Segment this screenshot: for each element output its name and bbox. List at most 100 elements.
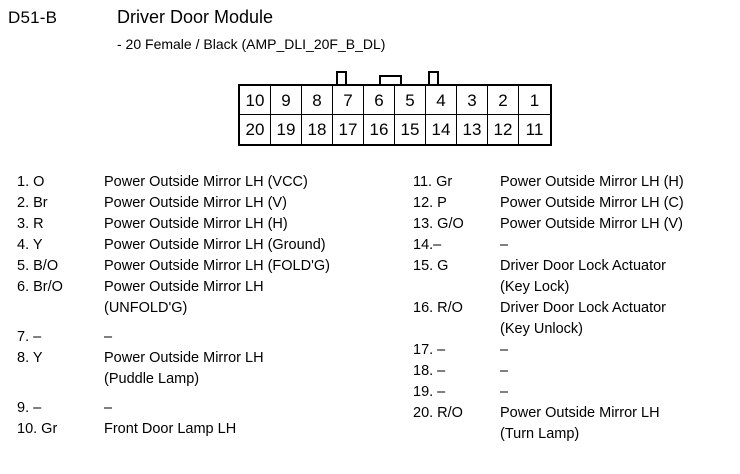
connector-pin-1: 1 — [519, 86, 550, 115]
pin-number: 10. Gr — [17, 421, 58, 437]
tab-right-icon — [428, 71, 439, 84]
pin-description: – — [500, 237, 509, 253]
pin-description: Power Outside Mirror LH (V) — [500, 216, 683, 232]
pin-number: 17. – — [413, 342, 446, 358]
connector-id-label: D51-B — [8, 8, 58, 27]
pin-row: 18. – – — [396, 361, 740, 382]
pin-row: 5. B/O Power Outside Mirror LH (FOLD'G) — [0, 256, 400, 277]
connector-locking-tabs — [238, 68, 550, 84]
tab-center-icon — [379, 75, 402, 84]
pin-row: 6. Br/O Power Outside Mirror LH — [0, 277, 400, 298]
pin-list-spacer — [0, 390, 400, 398]
connector-pin-2: 2 — [488, 86, 519, 115]
pin-list-left: 1. O Power Outside Mirror LH (VCC) 2. Br Po… — [0, 172, 400, 440]
pin-description: Power Outside Mirror LH (V) — [104, 195, 287, 211]
connector-pin-4: 4 — [426, 86, 457, 115]
pin-description: Power Outside Mirror LH (VCC) — [104, 174, 308, 190]
pin-number: 16. R/O — [413, 300, 463, 316]
module-subtitle: - 20 Female / Black (AMP_DLI_20F_B_DL) — [117, 36, 386, 52]
pin-row: 20. R/O Power Outside Mirror LH — [396, 403, 740, 424]
connector-pin-3: 3 — [457, 86, 488, 115]
pin-number: 4. Y — [17, 237, 43, 253]
pin-description: Power Outside Mirror LH — [500, 405, 660, 421]
pin-number: 1. O — [17, 174, 45, 190]
pin-row: 13. G/O Power Outside Mirror LH (V) — [396, 214, 740, 235]
pin-row-continuation: (UNFOLD'G) — [0, 298, 400, 319]
pin-number: 11. Gr — [413, 174, 453, 190]
connector-pin-16: 16 — [364, 115, 395, 144]
pin-description: Driver Door Lock Actuator — [500, 300, 667, 316]
pin-row: 2. Br Power Outside Mirror LH (V) — [0, 193, 400, 214]
connector-pin-8: 8 — [302, 86, 333, 115]
tab-left-icon — [336, 71, 347, 84]
pin-list-spacer — [0, 319, 400, 327]
pin-row: 11. Gr Power Outside Mirror LH (H) — [396, 172, 740, 193]
pin-description: Power Outside Mirror LH — [104, 350, 264, 366]
connector-pin-11: 11 — [525, 120, 544, 139]
pin-description: Power Outside Mirror LH (C) — [500, 195, 684, 211]
connector-pin-9: 9 — [271, 86, 302, 115]
connector-pin-14: 14 — [426, 115, 457, 144]
pin-description: Power Outside Mirror LH (H) — [500, 174, 684, 190]
pin-number: 2. Br — [17, 195, 48, 211]
module-title: Driver Door Module — [117, 7, 274, 27]
pin-row: 14.– – — [396, 235, 740, 256]
connector-pin-7: 7 — [333, 86, 364, 115]
pin-number: 14.– — [413, 237, 442, 253]
pin-description: – — [104, 400, 113, 416]
connector-pin-19: 19 — [271, 115, 302, 144]
pin-row: 4. Y Power Outside Mirror LH (Ground) — [0, 235, 400, 256]
connector-pin-20: 20 — [240, 115, 271, 144]
pin-row: 16. R/O Driver Door Lock Actuator — [396, 298, 740, 319]
pin-row: 9. – – — [0, 398, 400, 419]
pin-number: 6. Br/O — [17, 279, 63, 295]
pin-number: 3. R — [17, 216, 44, 232]
connector-pin-17: 17 — [333, 115, 364, 144]
pin-row: 17. – – — [396, 340, 740, 361]
pin-description: Power Outside Mirror LH — [104, 279, 264, 295]
pin-description: – — [500, 363, 509, 379]
pin-row: 3. R Power Outside Mirror LH (H) — [0, 214, 400, 235]
pin-row: 10. Gr Front Door Lamp LH — [0, 419, 400, 440]
pin-row: 1. O Power Outside Mirror LH (VCC) — [0, 172, 400, 193]
connector-pin-12: 12 — [488, 115, 519, 144]
pin-description-continued: (UNFOLD'G) — [104, 300, 188, 316]
connector-pin-13: 13 — [457, 115, 488, 144]
pin-row: 19. – – — [396, 382, 740, 403]
pin-description: Power Outside Mirror LH (FOLD'G) — [104, 258, 330, 274]
pin-number: 8. Y — [17, 350, 43, 366]
pin-description: – — [104, 329, 113, 345]
pin-description: – — [500, 384, 509, 400]
pin-description-continued: (Turn Lamp) — [500, 426, 580, 442]
pin-description-continued: (Key Unlock) — [500, 321, 583, 337]
connector-pin-18: 18 — [302, 115, 333, 144]
pin-number: 18. – — [413, 363, 446, 379]
pin-row-continuation: (Puddle Lamp) — [0, 369, 400, 390]
connector-pin-10: 10 — [240, 86, 271, 115]
pin-row-continuation: (Key Lock) — [396, 277, 740, 298]
pin-description-continued: (Key Lock) — [500, 279, 570, 295]
pin-description-continued: (Puddle Lamp) — [104, 371, 200, 387]
pin-number: 13. G/O — [413, 216, 464, 232]
pin-number: 20. R/O — [413, 405, 463, 421]
pin-number: 15. G — [413, 258, 449, 274]
connector-pin-6: 6 — [364, 86, 395, 115]
connector-pin-5: 5 — [395, 86, 426, 115]
pin-row: 7. –– — [0, 327, 400, 348]
pin-description: Power Outside Mirror LH (Ground) — [104, 237, 326, 253]
pin-description: Power Outside Mirror LH (H) — [104, 216, 288, 232]
pin-row-continuation: (Turn Lamp) — [396, 424, 740, 445]
pin-row-continuation: (Key Unlock) — [396, 319, 740, 340]
pin-number: 5. B/O — [17, 258, 59, 274]
pin-description: – — [500, 342, 509, 358]
pin-number: 19. – — [413, 384, 446, 400]
pin-description: Front Door Lamp LH — [104, 421, 237, 437]
pin-row: 8. Y Power Outside Mirror LH — [0, 348, 400, 369]
pin-number: 9. – — [17, 400, 42, 416]
